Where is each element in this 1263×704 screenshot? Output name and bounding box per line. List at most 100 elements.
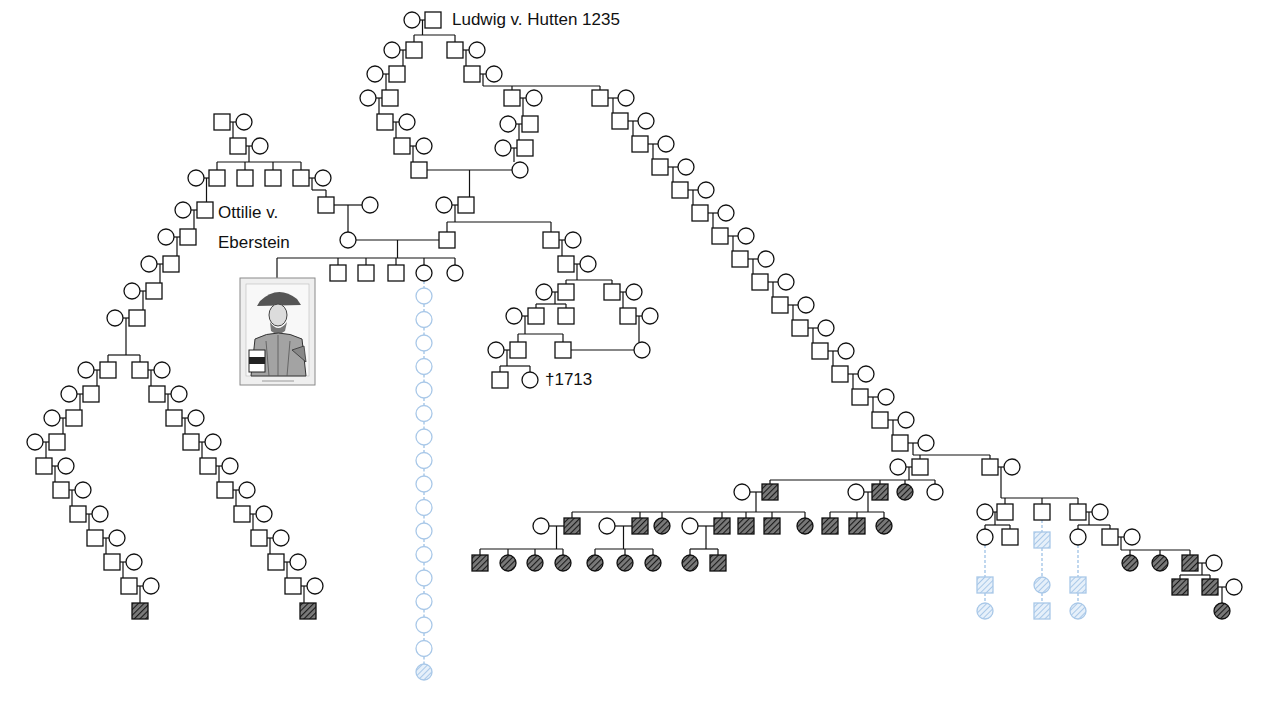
female-symbol [1226, 579, 1242, 595]
female-symbol [273, 530, 289, 546]
female-symbol [75, 482, 91, 498]
relation-line [639, 512, 640, 518]
relation-line [252, 514, 253, 530]
male-symbol [872, 484, 888, 500]
female-symbol [698, 182, 714, 198]
descent-dashed-line [423, 328, 424, 336]
female-symbol [236, 114, 252, 130]
male-symbol [318, 197, 334, 213]
portrait-frame [240, 278, 315, 385]
female-symbol [58, 458, 74, 474]
descent-dashed-line [423, 657, 424, 665]
female-symbol [682, 518, 698, 534]
female-symbol [878, 389, 894, 405]
male-symbol [558, 284, 574, 300]
relation-line [139, 586, 140, 603]
person-node: Ottilie v. Eberstein [218, 198, 357, 258]
male-symbol [564, 518, 580, 534]
relation-line [1221, 587, 1222, 603]
female-symbol [1070, 603, 1086, 619]
relation-line [303, 586, 304, 603]
female-symbol [416, 500, 432, 516]
descent-dashed-line [423, 516, 424, 524]
female-symbol [339, 231, 357, 249]
male-symbol [87, 530, 103, 546]
relation-line [732, 236, 733, 251]
relation-line [500, 365, 530, 366]
relation-line [402, 50, 403, 66]
relation-line [454, 205, 455, 222]
female-symbol [416, 335, 432, 351]
relation-line [792, 305, 793, 320]
female-symbol [876, 518, 892, 534]
female-symbol [222, 458, 238, 474]
female-symbol [1152, 555, 1168, 571]
male-symbol [234, 506, 250, 522]
relation-line [690, 548, 718, 549]
female-symbol [658, 136, 674, 152]
male-symbol [849, 518, 865, 534]
relation-line [125, 318, 126, 355]
male-symbol [447, 42, 463, 58]
female-symbol [927, 484, 943, 500]
male-symbol [612, 113, 628, 129]
relation-line [566, 279, 612, 280]
female-symbol [918, 435, 934, 451]
relation-line [638, 316, 639, 342]
relation-line [184, 418, 185, 434]
descent-dashed-line [1041, 520, 1042, 532]
relation-line [217, 161, 301, 162]
male-symbol [1070, 504, 1086, 520]
relation-line [994, 512, 995, 525]
female-symbol [587, 555, 603, 571]
male-symbol [146, 283, 162, 299]
female-symbol [818, 320, 834, 336]
relation-line [235, 490, 236, 506]
female-symbol [798, 297, 814, 313]
relation-line [62, 418, 63, 434]
male-symbol [358, 265, 374, 281]
male-symbol [53, 482, 69, 498]
relation-line [712, 213, 713, 228]
male-symbol [822, 518, 838, 534]
female-symbol [977, 529, 993, 545]
male-symbol [129, 310, 145, 326]
relation-line [142, 291, 143, 310]
relation-line [856, 512, 857, 518]
relation-line [79, 394, 80, 410]
relation-line [206, 178, 207, 202]
relation-line [985, 524, 1010, 525]
male-symbol [439, 232, 455, 248]
female-symbol [256, 506, 272, 522]
male-symbol [604, 284, 620, 300]
male-symbol [522, 116, 538, 132]
relation-line [312, 189, 326, 190]
female-symbol [617, 555, 633, 571]
portrait-shield [249, 350, 265, 372]
female-symbol [416, 664, 432, 680]
relation-line [454, 258, 455, 265]
relation-line [672, 167, 673, 182]
person-label: Ottilie v. Eberstein [218, 198, 336, 258]
relation-line [529, 366, 530, 372]
female-symbol [500, 555, 516, 571]
relation-line [1159, 550, 1160, 555]
female-symbol [565, 232, 581, 248]
relation-line [804, 512, 805, 518]
relation-line [414, 34, 455, 35]
relation-line [717, 549, 718, 555]
male-symbol [1002, 529, 1018, 545]
descent-dashed-line [423, 375, 424, 383]
relation-line [269, 538, 270, 554]
female-symbol [205, 434, 221, 450]
female-symbol [890, 459, 906, 475]
relation-line [276, 258, 277, 278]
relation-line [413, 35, 414, 42]
female-symbol [416, 288, 432, 304]
male-symbol [394, 138, 410, 154]
female-symbol [634, 342, 650, 358]
male-symbol [268, 554, 284, 570]
relation-line [562, 549, 563, 555]
relation-line [216, 162, 217, 170]
